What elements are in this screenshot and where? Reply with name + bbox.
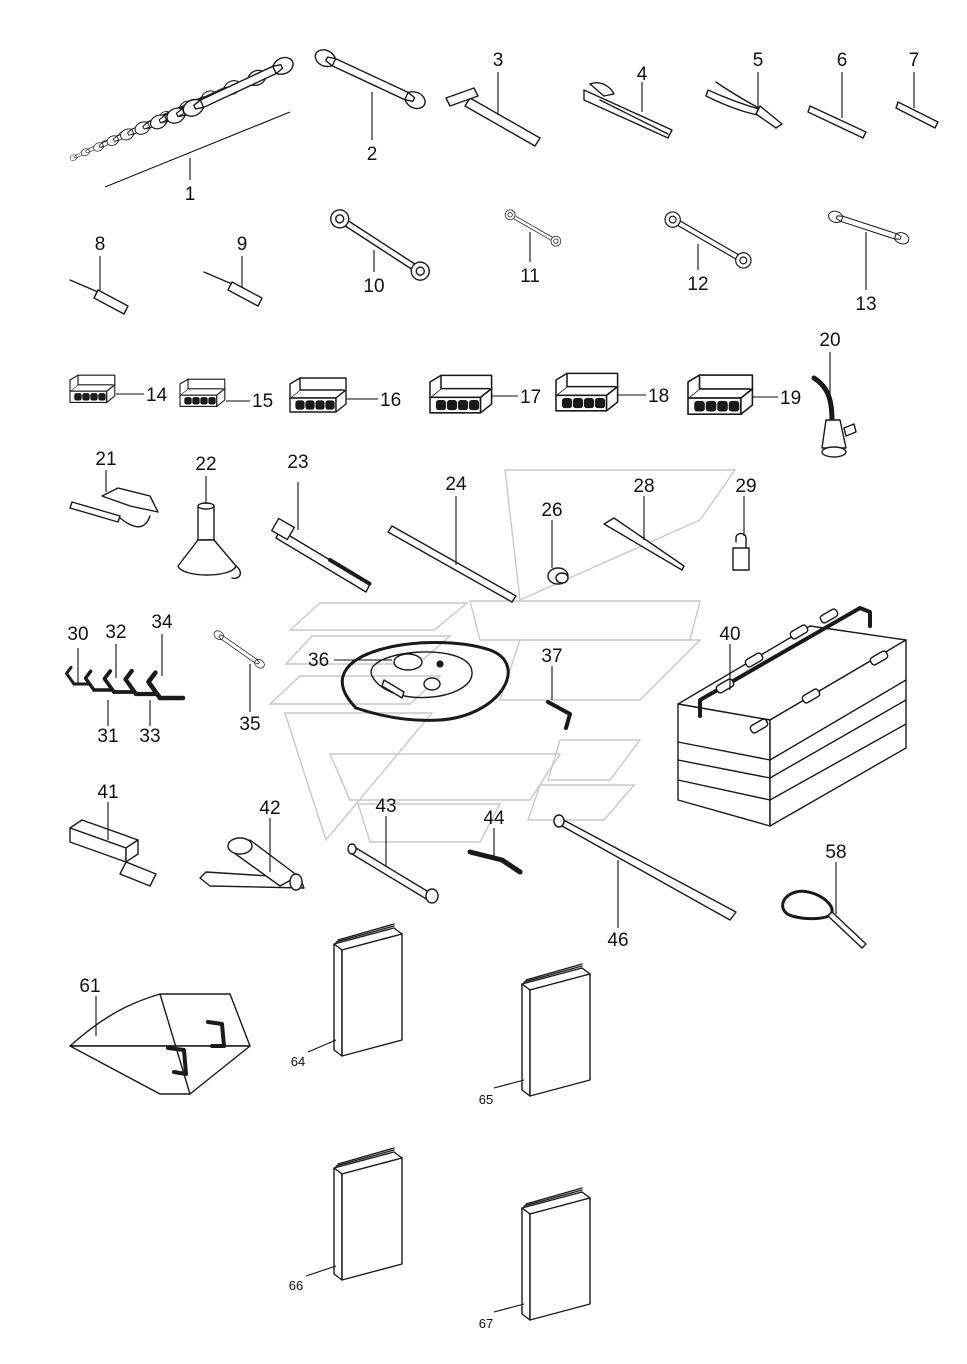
part-21-test-lamp[interactable]: 21 — [69, 449, 159, 528]
part-43-label: 43 — [375, 796, 396, 817]
part-33-label: 33 — [139, 726, 160, 747]
part-36-spare-wheel-carrier[interactable]: 36 — [308, 641, 510, 722]
part-32-label: 32 — [105, 622, 126, 643]
part-20-label: 20 — [819, 330, 840, 351]
part-19-socket-set[interactable]: 19 — [687, 374, 801, 416]
part-11-ring-wrench[interactable]: 11 — [502, 207, 564, 287]
part-6-label: 6 — [837, 50, 848, 71]
part-41-bracket[interactable]: 41 — [69, 782, 157, 887]
part-67-manual[interactable]: 67 — [479, 1187, 591, 1331]
part-40-label: 40 — [719, 624, 740, 645]
part-42-label: 42 — [259, 798, 280, 819]
part-66-manual[interactable]: 66 — [289, 1147, 403, 1293]
part-4-pliers[interactable]: 4 — [583, 64, 673, 139]
part-10-label: 10 — [363, 276, 384, 297]
part-20-grease-nozzle[interactable]: 20 — [811, 330, 857, 458]
part-16-socket-set[interactable]: 16 — [289, 377, 401, 413]
part-64-label: 64 — [291, 1054, 305, 1069]
part-61-label: 61 — [79, 976, 100, 997]
part-58-label: 58 — [825, 842, 846, 863]
part-41-label: 41 — [97, 782, 118, 803]
part-35-label: 35 — [239, 714, 260, 735]
part-44-pin[interactable]: 44 — [467, 808, 523, 875]
part-1-wrench-set[interactable]: 1 — [68, 53, 297, 205]
part-22-label: 22 — [195, 454, 216, 475]
part-12-ring-wrench[interactable]: 12 — [661, 208, 755, 295]
part-46-label: 46 — [607, 930, 628, 951]
part-23-label: 23 — [287, 452, 308, 473]
part-22-funnel[interactable]: 22 — [177, 454, 242, 580]
part-7-punch[interactable]: 7 — [895, 50, 939, 129]
part-2-label: 2 — [367, 144, 378, 165]
part-3-label: 3 — [493, 50, 504, 71]
part-5-label: 5 — [753, 50, 764, 71]
part-46-lever-bar[interactable]: 46 — [553, 814, 737, 951]
part-21-label: 21 — [95, 449, 116, 470]
part-67-label: 67 — [479, 1316, 493, 1331]
part-8-screwdriver[interactable]: 8 — [69, 234, 129, 315]
part-18-socket-set[interactable]: 18 — [555, 372, 669, 412]
part-30-label: 30 — [67, 624, 88, 645]
part-28-label: 28 — [633, 476, 654, 497]
part-28-tapered-punch[interactable]: 28 — [603, 476, 685, 571]
part-34-label: 34 — [151, 612, 173, 633]
part-16-label: 16 — [380, 390, 401, 411]
part-64-manual[interactable]: 64 — [291, 923, 403, 1069]
part-40-toolbox[interactable]: 40 — [677, 606, 907, 827]
part-17-label: 17 — [520, 387, 541, 408]
part-19-label: 19 — [780, 388, 801, 409]
part-42-tow-bracket[interactable]: 42 — [199, 798, 305, 891]
part-17-socket-set[interactable]: 17 — [429, 374, 541, 414]
part-31-label: 31 — [97, 726, 118, 747]
part-12-label: 12 — [687, 274, 708, 295]
part-4-label: 4 — [637, 64, 648, 85]
part-65-label: 65 — [479, 1092, 493, 1107]
part-1-label: 1 — [185, 184, 196, 205]
part-7-label: 7 — [909, 50, 920, 71]
part-9-label: 9 — [237, 234, 248, 255]
part-29-padlock[interactable]: 29 — [732, 476, 757, 571]
part-36-label: 36 — [308, 650, 329, 671]
part-14-label: 14 — [146, 385, 168, 406]
part-37-hex-key[interactable]: 37 — [541, 646, 572, 730]
part-2-open-end-wrench[interactable]: 2 — [311, 45, 429, 165]
part-24-label: 24 — [445, 474, 467, 495]
part-66-label: 66 — [289, 1278, 303, 1293]
part-13-label: 13 — [855, 294, 876, 315]
part-6-chisel[interactable]: 6 — [807, 50, 867, 139]
part-5-combination-pliers[interactable]: 5 — [705, 50, 783, 129]
part-26-label: 26 — [541, 500, 562, 521]
part-35-small-wrench[interactable]: 35 — [212, 628, 267, 735]
part-26-socket[interactable]: 26 — [541, 500, 569, 585]
part-13-open-end-wrench[interactable]: 13 — [826, 208, 911, 315]
watermark-logo — [268, 469, 737, 843]
part-15-socket-set[interactable]: 15 — [179, 378, 273, 412]
part-65-manual[interactable]: 65 — [479, 963, 591, 1107]
part-14-socket-set[interactable]: 14 — [69, 374, 168, 406]
part-37-label: 37 — [541, 646, 562, 667]
part-8-label: 8 — [95, 234, 106, 255]
part-9-screwdriver[interactable]: 9 — [203, 234, 263, 307]
part-43-socket-bar[interactable]: 43 — [347, 796, 439, 904]
part-24-extension-bar[interactable]: 24 — [387, 474, 517, 603]
part-15-label: 15 — [252, 391, 273, 412]
part-30-34-hex-keys[interactable]: 30 31 32 33 34 — [65, 612, 184, 747]
part-29-label: 29 — [735, 476, 756, 497]
part-10-ring-wrench[interactable]: 10 — [326, 205, 434, 297]
part-18-label: 18 — [648, 386, 669, 407]
part-44-label: 44 — [483, 808, 505, 829]
part-58-key[interactable]: 58 — [781, 842, 867, 949]
part-11-label: 11 — [520, 266, 540, 287]
part-23-socket-handle[interactable]: 23 — [271, 452, 372, 593]
part-61-wheel-chock[interactable]: 61 — [69, 976, 251, 1095]
part-3-hammer[interactable]: 3 — [445, 50, 541, 147]
